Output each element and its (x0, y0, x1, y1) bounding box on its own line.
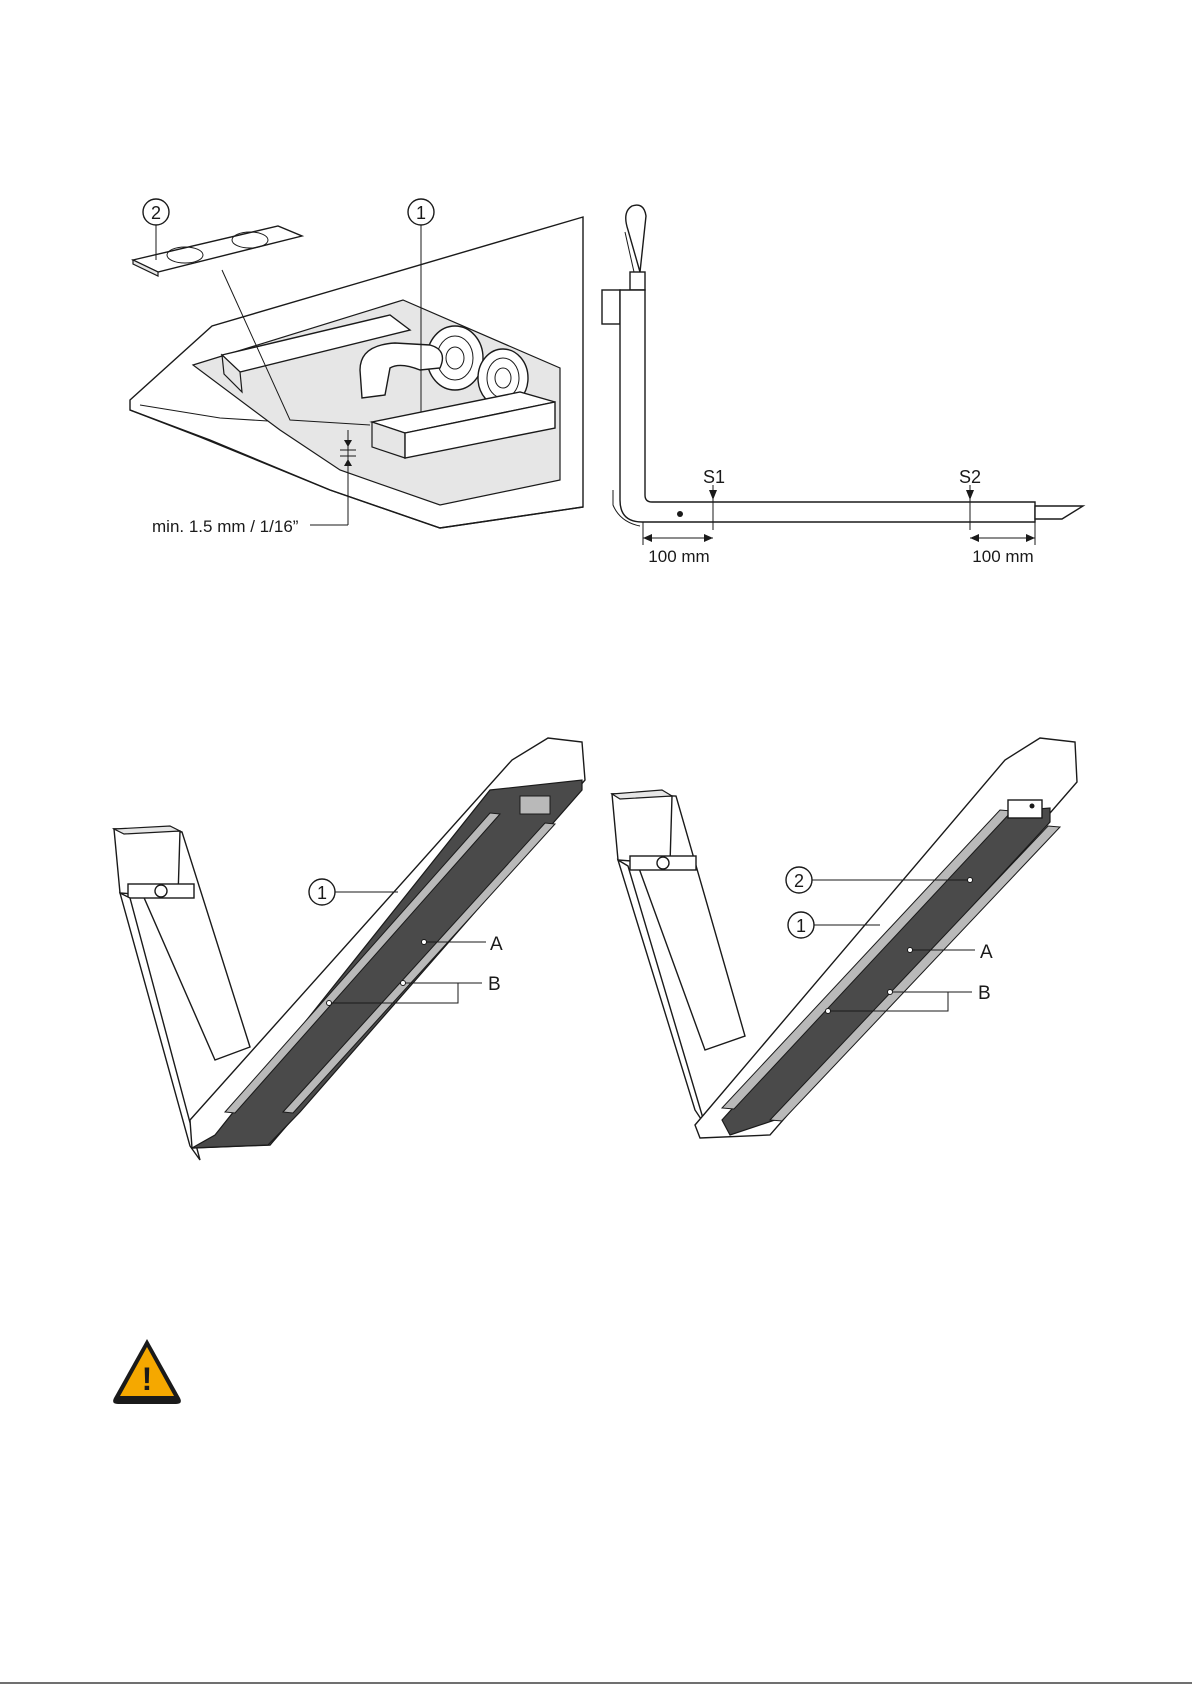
wear-plate-dark (722, 808, 1050, 1135)
s1-label: S1 (703, 467, 725, 487)
dim-right: 100 mm (972, 547, 1033, 566)
shim-plate (133, 226, 302, 276)
wear-strip-b-1 (225, 813, 500, 1113)
label-b: B (488, 974, 501, 995)
fork-shank (620, 290, 1035, 522)
callout-1: 1 (416, 203, 426, 223)
callout-2: 2 (151, 203, 161, 223)
warning-symbol: ! (142, 1361, 153, 1397)
fork-hole (677, 511, 683, 517)
label-a: A (490, 934, 503, 955)
gap-label: min. 1.5 mm / 1/16” (152, 517, 299, 536)
figure-roller-shim: 2 1 min. 1.5 mm / 1/16” (130, 199, 583, 536)
figure-fork-measurement: S1 S2 100 mm 100 mm (602, 205, 1083, 566)
callout-2: 2 (794, 871, 804, 891)
callout-1: 1 (796, 916, 806, 936)
label-a: A (980, 942, 993, 963)
s2-label: S2 (959, 467, 981, 487)
figure-fork-wear-strip-b: 2 1 A B (612, 738, 1077, 1138)
figure-fork-wear-strip-a: 1 A B (114, 738, 585, 1160)
callout-1: 1 (317, 883, 327, 903)
warning-triangle-icon: ! (113, 1339, 181, 1404)
wear-strip-b-1 (722, 810, 1012, 1109)
label-b: B (978, 983, 991, 1004)
dim-left: 100 mm (648, 547, 709, 566)
